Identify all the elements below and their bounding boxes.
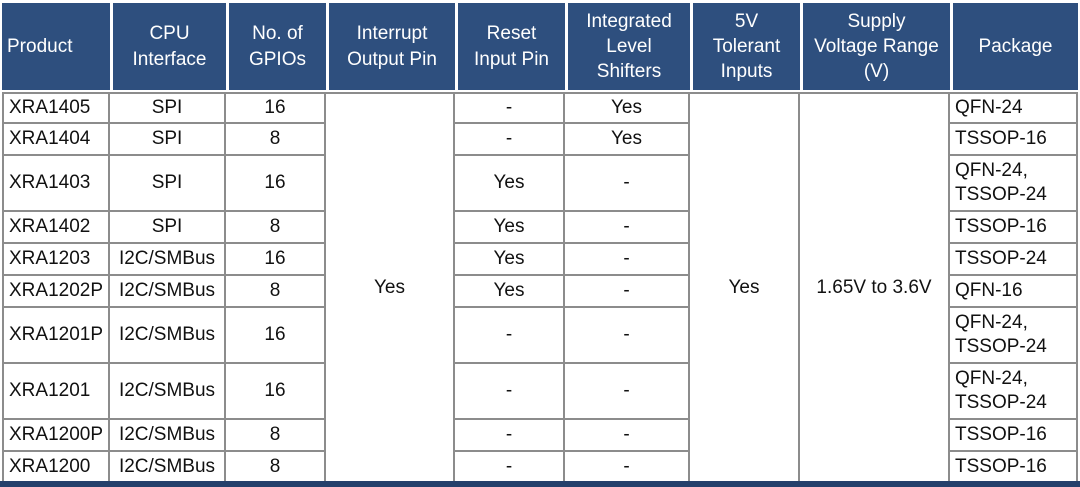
cell-cpu-interface: SPI — [110, 156, 226, 212]
cell-reset-input-pin: - — [455, 92, 565, 124]
table-row: XRA1200 I2C/SMBus 8 - - TSSOP-16 — [2, 452, 1078, 484]
cell-gpios: 16 — [226, 156, 326, 212]
cell-integrated-level-shifters: - — [565, 420, 690, 452]
cell-reset-input-pin: - — [455, 124, 565, 156]
table-row: XRA1203 I2C/SMBus 16 Yes - TSSOP-24 — [2, 244, 1078, 276]
cell-product: XRA1201P — [2, 308, 110, 364]
table-row: XRA1405 SPI 16 Yes - Yes Yes 1.65V to 3.… — [2, 92, 1078, 484]
header-product: Product — [2, 3, 110, 92]
cell-product: XRA1200P — [2, 420, 110, 452]
cell-integrated-level-shifters: - — [565, 452, 690, 484]
cell-reset-input-pin: - — [455, 420, 565, 452]
cell-gpios: 16 — [226, 244, 326, 276]
cell-gpios: 8 — [226, 452, 326, 484]
header-package: Package — [950, 3, 1078, 92]
cell-integrated-level-shifters: - — [565, 156, 690, 212]
cell-package: TSSOP-24 — [950, 244, 1078, 276]
cell-interrupt-output-pin-merged: Yes — [326, 92, 455, 484]
cell-package: QFN-16 — [950, 276, 1078, 308]
cell-reset-input-pin: Yes — [455, 156, 565, 212]
cell-gpios: 8 — [226, 124, 326, 156]
cell-package: QFN-24 — [950, 92, 1078, 124]
cell-product: XRA1404 — [2, 124, 110, 156]
cell-reset-input-pin: - — [455, 364, 565, 420]
cell-supply-voltage-merged: 1.65V to 3.6V — [800, 92, 950, 484]
cell-reset-input-pin: Yes — [455, 244, 565, 276]
cell-package: TSSOP-16 — [950, 124, 1078, 156]
header-5v-tolerant-inputs: 5V Tolerant Inputs — [690, 3, 800, 92]
header-supply-voltage-range: Supply Voltage Range (V) — [800, 3, 950, 92]
table-row: XRA1202P I2C/SMBus 8 Yes - QFN-16 — [2, 276, 1078, 308]
cell-reset-input-pin: - — [455, 308, 565, 364]
cell-cpu-interface: SPI — [110, 124, 226, 156]
cell-cpu-interface: I2C/SMBus — [110, 244, 226, 276]
header-interrupt-output-pin: Interrupt Output Pin — [326, 3, 455, 92]
cell-5v-tolerant-merged: Yes — [690, 92, 800, 484]
cell-reset-input-pin: Yes — [455, 276, 565, 308]
cell-cpu-interface: I2C/SMBus — [110, 420, 226, 452]
table-bottom-border-bar — [0, 481, 1080, 487]
cell-package: TSSOP-16 — [950, 212, 1078, 244]
cell-integrated-level-shifters: - — [565, 364, 690, 420]
cell-product: XRA1202P — [2, 276, 110, 308]
table-row: XRA1404 SPI 8 - Yes TSSOP-16 — [2, 124, 1078, 156]
cell-cpu-interface: SPI — [110, 92, 226, 124]
cell-package: TSSOP-16 — [950, 420, 1078, 452]
cell-integrated-level-shifters: - — [565, 276, 690, 308]
cell-product: XRA1203 — [2, 244, 110, 276]
cell-integrated-level-shifters: - — [565, 244, 690, 276]
cell-integrated-level-shifters: Yes — [565, 92, 690, 124]
cell-gpios: 8 — [226, 212, 326, 244]
cell-gpios: 8 — [226, 276, 326, 308]
header-gpio-count: No. of GPIOs — [226, 3, 326, 92]
cell-product: XRA1403 — [2, 156, 110, 212]
cell-gpios: 16 — [226, 308, 326, 364]
table-row: XRA1200P I2C/SMBus 8 - - TSSOP-16 — [2, 420, 1078, 452]
cell-integrated-level-shifters: - — [565, 308, 690, 364]
header-cpu-interface: CPU Interface — [110, 3, 226, 92]
cell-reset-input-pin: Yes — [455, 212, 565, 244]
table-row: XRA1403 SPI 16 Yes - QFN-24, TSSOP-24 — [2, 156, 1078, 212]
cell-integrated-level-shifters: - — [565, 212, 690, 244]
cell-cpu-interface: I2C/SMBus — [110, 308, 226, 364]
cell-package: QFN-24, TSSOP-24 — [950, 156, 1078, 212]
header-integrated-level-shifters: Integrated Level Shifters — [565, 3, 690, 92]
cell-product: XRA1200 — [2, 452, 110, 484]
table-row: XRA1201P I2C/SMBus 16 - - QFN-24, TSSOP-… — [2, 308, 1078, 364]
cell-package: QFN-24, TSSOP-24 — [950, 364, 1078, 420]
table-row: XRA1402 SPI 8 Yes - TSSOP-16 — [2, 212, 1078, 244]
product-spec-table: Product CPU Interface No. of GPIOs Inter… — [2, 3, 1078, 484]
header-row: Product CPU Interface No. of GPIOs Inter… — [2, 3, 1078, 92]
table-row: XRA1201 I2C/SMBus 16 - - QFN-24, TSSOP-2… — [2, 364, 1078, 420]
cell-cpu-interface: SPI — [110, 212, 226, 244]
cell-cpu-interface: I2C/SMBus — [110, 452, 226, 484]
cell-gpios: 8 — [226, 420, 326, 452]
cell-gpios: 16 — [226, 364, 326, 420]
cell-product: XRA1201 — [2, 364, 110, 420]
cell-cpu-interface: I2C/SMBus — [110, 364, 226, 420]
cell-gpios: 16 — [226, 92, 326, 124]
header-reset-input-pin: Reset Input Pin — [455, 3, 565, 92]
cell-package: QFN-24, TSSOP-24 — [950, 308, 1078, 364]
cell-product: XRA1405 — [2, 92, 110, 124]
cell-integrated-level-shifters: Yes — [565, 124, 690, 156]
cell-cpu-interface: I2C/SMBus — [110, 276, 226, 308]
cell-product: XRA1402 — [2, 212, 110, 244]
cell-reset-input-pin: - — [455, 452, 565, 484]
cell-package: TSSOP-16 — [950, 452, 1078, 484]
